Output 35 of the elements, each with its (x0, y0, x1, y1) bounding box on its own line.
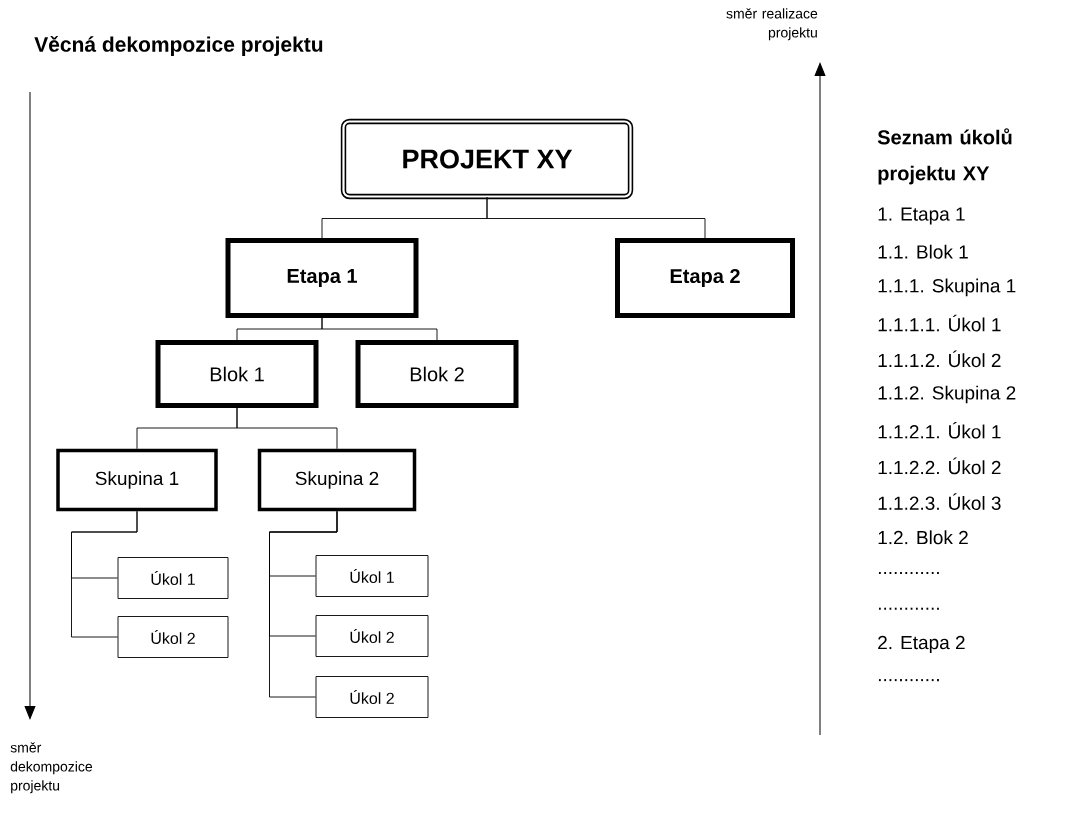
list-item: 2. Etapa 2 (878, 635, 965, 653)
task-box: Úkol 2 (117, 616, 229, 658)
list-heading: Seznam úkolů projektu XY (877, 128, 1012, 185)
list-item: 1.1.2. Skupina 2 (878, 385, 1016, 404)
direction-label: směr dekompozice projektu (10, 742, 93, 794)
direction-label: směr realizace projektu (726, 8, 818, 41)
list-item: 1.1.1.2. Úkol 2 (878, 350, 1001, 368)
list-item: ............ (878, 607, 939, 610)
list-item: 1.1.2.3. Úkol 3 (878, 493, 1001, 510)
group-box: Skupina 2 (257, 448, 417, 512)
list-item: 1.2. Blok 2 (878, 530, 968, 545)
task-box: Úkol 2 (315, 676, 429, 718)
list-item: ............ (878, 679, 939, 682)
stage-box: Etapa 2 (615, 238, 795, 318)
connector-line (236, 407, 338, 450)
list-item: 1.1.2.1. Úkol 1 (878, 421, 1001, 439)
task-box: Úkol 1 (117, 557, 229, 599)
project-box: PROJEKT XY (340, 118, 634, 200)
connector-line (486, 196, 706, 239)
group-box: Skupina 1 (56, 448, 218, 512)
list-item: 1.1.1.1. Úkol 1 (878, 314, 1001, 332)
connector-line (321, 317, 438, 341)
list-item: 1.1.1. Skupina 1 (878, 278, 1016, 297)
task-box: Úkol 2 (315, 615, 429, 657)
task-box: Úkol 1 (315, 555, 429, 597)
list-item: ............ (878, 572, 939, 574)
title: Věcná dekompozice projektu (34, 36, 323, 56)
connector-line (71, 510, 138, 638)
block-box: Blok 1 (155, 340, 319, 408)
list-item: 1. Etapa 1 (878, 207, 965, 225)
list-item: 1.1. Blok 1 (878, 244, 968, 259)
stage-box: Etapa 1 (225, 238, 419, 318)
connector-line (269, 510, 338, 698)
block-box: Blok 2 (355, 340, 519, 408)
list-item: 1.1.2.2. Úkol 2 (878, 457, 1001, 475)
